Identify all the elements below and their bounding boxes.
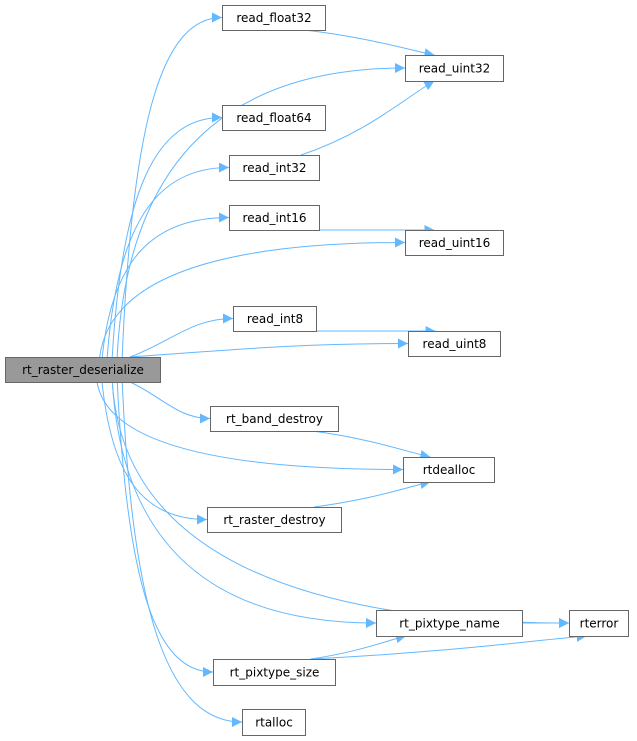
call-edge-rt_pixtype_size-to-rterror: [310, 631, 587, 660]
node-box: [207, 507, 342, 533]
call-edge-main-to-rtdealloc: [96, 381, 404, 475]
node-rtalloc[interactable]: rtalloc: [242, 709, 306, 736]
node-label: read_int32: [243, 161, 307, 175]
node-rt-pixtype-name[interactable]: rt_pixtype_name: [376, 610, 523, 637]
node-read-int8[interactable]: read_int8: [233, 306, 317, 332]
node-read-int32[interactable]: read_int32: [229, 155, 320, 181]
call-edge-rt_pixtype_size-to-rt_pixtype_name: [310, 633, 407, 660]
node-box: [403, 457, 495, 483]
call-edge-main-to-read_uint32: [116, 63, 406, 358]
node-label: rt_band_destroy: [226, 412, 323, 426]
call-edge-read_float32-to-read_uint32: [304, 29, 435, 59]
node-rt-band-destroy[interactable]: rt_band_destroy: [210, 406, 339, 432]
node-rterror[interactable]: rterror: [569, 610, 629, 637]
call-edge-rt_raster_destroy-to-rtdealloc: [314, 479, 431, 508]
node-read-uint32[interactable]: read_uint32: [405, 55, 504, 82]
node-rt-pixtype-size[interactable]: rt_pixtype_size: [213, 659, 336, 686]
call-edge-main-to-read_int32: [106, 162, 230, 358]
node-label: rt_raster_deserialize: [22, 363, 144, 377]
node-rt-raster-destroy[interactable]: rt_raster_destroy: [207, 507, 342, 533]
call-edge-main-to-rt_pixtype_size: [116, 381, 214, 677]
node-label: read_uint32: [419, 62, 491, 76]
node-label: rt_pixtype_name: [399, 617, 500, 631]
call-edge-main-to-rt_band_destroy: [129, 381, 211, 424]
node-box: [233, 306, 317, 332]
node-read-float64[interactable]: read_float64: [222, 105, 326, 131]
node-box: [222, 105, 326, 131]
call-edge-main-to-read_float64: [111, 112, 223, 358]
call-edge-main-to-read_int16: [101, 212, 230, 358]
node-label: read_int16: [243, 211, 307, 225]
node-box: [376, 610, 523, 637]
call-edge-main-to-read_float32: [121, 12, 223, 358]
node-label: read_uint16: [419, 236, 491, 250]
node-box: [210, 406, 339, 432]
node-label: rt_pixtype_size: [230, 666, 320, 680]
node-read-uint8[interactable]: read_uint8: [408, 331, 501, 357]
node-main[interactable]: rt_raster_deserialize: [5, 357, 161, 383]
call-edge-main-to-rtalloc: [121, 381, 243, 727]
node-box: [222, 5, 326, 31]
node-label: read_uint8: [423, 337, 487, 351]
node-box: [405, 55, 504, 82]
node-read-int16[interactable]: read_int16: [229, 205, 320, 231]
node-label: read_int8: [247, 312, 303, 326]
node-box: [405, 230, 504, 256]
node-rtdealloc[interactable]: rtdealloc: [403, 457, 495, 483]
call-edge-main-to-read_int8: [129, 313, 234, 358]
call-edge-main-to-read_uint8: [129, 338, 409, 358]
call-edge-read_int32-to-read_uint32: [300, 80, 435, 156]
node-read-float32[interactable]: read_float32: [222, 5, 326, 31]
call-edge-main-to-rt_raster_destroy: [101, 381, 208, 525]
node-box: [229, 205, 320, 231]
node-label: rterror: [580, 617, 619, 631]
node-box: [408, 331, 501, 357]
node-box: [242, 709, 306, 736]
node-box: [229, 155, 320, 181]
node-label: rt_raster_destroy: [223, 513, 325, 527]
node-label: read_float32: [236, 11, 311, 25]
call-edge-main-to-read_uint16: [99, 237, 406, 358]
node-label: rtalloc: [255, 716, 293, 730]
node-box: [569, 610, 629, 637]
call-edge-rt_band_destroy-to-rtdealloc: [312, 430, 431, 460]
node-read-uint16[interactable]: read_uint16: [405, 230, 504, 256]
node-label: read_float64: [236, 111, 311, 125]
node-box: [5, 357, 161, 383]
node-box: [213, 659, 336, 686]
node-label: rtdealloc: [423, 463, 476, 477]
